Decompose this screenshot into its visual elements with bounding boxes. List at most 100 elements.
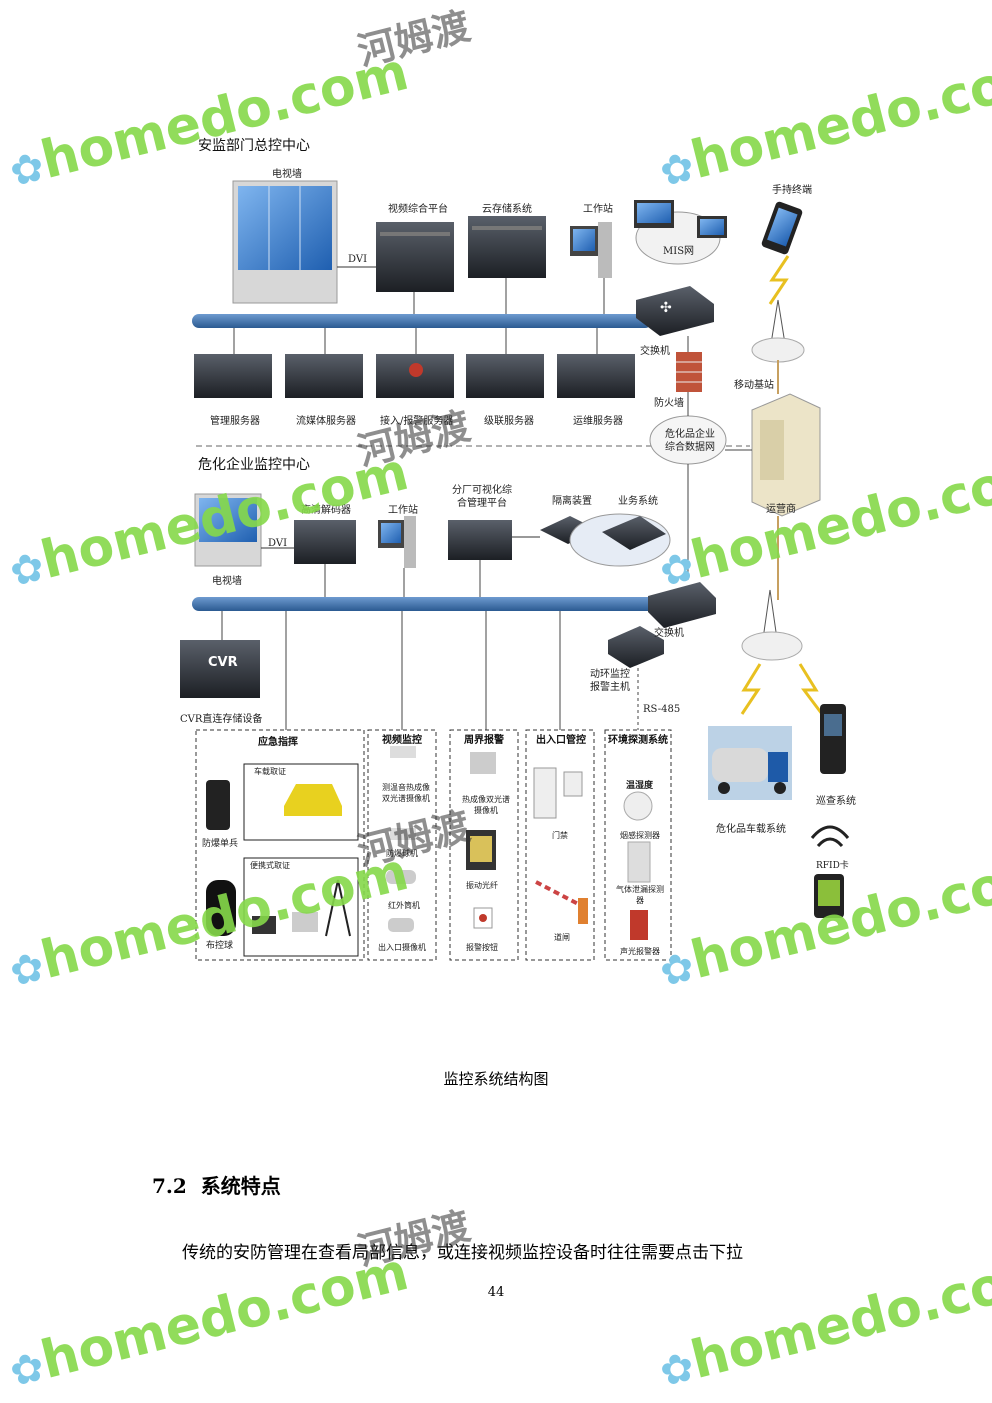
perimeter-graphics [466, 752, 496, 929]
handheld-label: 手持终端 [772, 185, 812, 196]
portable-label: 便携式取证 [250, 861, 290, 870]
portable-kit [252, 879, 351, 937]
patrol-device [820, 704, 846, 774]
operator-cabinet [751, 393, 821, 517]
video-item-1: 测温音热成像双光谱摄像机 [382, 783, 430, 803]
box-environment [604, 729, 672, 961]
control-ball [206, 880, 236, 936]
env-item-3: 气体泄漏探测器 [616, 885, 664, 905]
watermark-4: ✿homedo.com [5, 1241, 415, 1397]
box-perimeter [449, 729, 519, 961]
watermark-8: ✿homedo.com [655, 1241, 992, 1397]
entrance-item-1: 门禁 [552, 831, 568, 840]
enterprise-center-label: 危化企业监控中心 [198, 457, 310, 473]
cvr-label: CVR直连存储设备 [180, 714, 263, 725]
firewall-label: 防火墙 [654, 398, 684, 409]
cloud-storage-device [468, 216, 546, 278]
tower-bottom [741, 589, 803, 661]
server-5 [557, 354, 635, 398]
workstation-top-device [570, 222, 612, 278]
body-paragraph: 传统的安防管理在查看局部信息，或连接视频监控设备时往往需要点击下拉 [182, 1243, 743, 1263]
video-item-4: 出入口摄像机 [378, 943, 426, 952]
rfid-label: RFID卡 [816, 861, 849, 871]
camera-row [386, 746, 416, 932]
branch-platform-label: 分厂可视化综合管理平台 [452, 485, 512, 509]
rfid-reader [814, 874, 844, 918]
video-platform-device [376, 222, 454, 292]
explosion-soldier-label: 防爆单兵 [202, 839, 239, 849]
box-entrance [525, 729, 595, 961]
switch-mid-label: 交换机 [654, 628, 684, 639]
workstation-top-label: 工作站 [583, 204, 613, 215]
box-perimeter-title: 周界报警 [464, 735, 504, 746]
system-architecture-figure: ✣ CVR [180, 138, 856, 961]
hd-decoder-label: 高清解码器 [301, 505, 351, 516]
env-item-2: 烟感探测器 [620, 831, 660, 840]
video-item-2: 防爆球机 [386, 849, 418, 858]
server-label-3: 接入/报警服务器 [380, 416, 454, 427]
env-item-4: 声光报警器 [620, 947, 660, 956]
mobile-base-label: 移动基站 [734, 380, 774, 391]
env-item-1: 温湿度 [626, 781, 654, 791]
section-title: 系统特点 [200, 1174, 281, 1198]
env-host-label: 动环监控报警主机 [590, 669, 630, 693]
tower-top [751, 299, 805, 363]
emergency-van [284, 784, 342, 816]
switch-top-label: 交换机 [640, 346, 670, 357]
workstation-mid-label: 工作站 [388, 505, 418, 516]
box-video-title: 视频监控 [382, 735, 422, 746]
tv-wall-top-label: 电视墙 [272, 169, 302, 180]
mis-label: MIS网 [663, 246, 695, 257]
business-label: 业务系统 [618, 496, 658, 507]
figure-caption: 监控系统结构图 [443, 1070, 549, 1088]
workstation-mid-device [378, 516, 416, 568]
handheld-terminal [761, 201, 803, 255]
hazard-data-net-label: 危化品企业综合数据网 [665, 429, 715, 453]
svg-text:CVR: CVR [208, 655, 238, 670]
branch-platform-device [448, 520, 512, 560]
patrol-label: 巡查系统 [816, 796, 856, 807]
section-number: 7.2 [152, 1174, 187, 1198]
perimeter-item-3: 报警按钮 [466, 943, 498, 952]
tv-wall-mid [194, 493, 262, 567]
rs485-label: RS-485 [643, 704, 681, 715]
rfid-graphic [810, 825, 850, 848]
dvi-mid-label: DVI [268, 538, 288, 549]
switch-mid-device [648, 582, 716, 628]
business-device [602, 516, 666, 550]
switch-top-device: ✣ [636, 286, 714, 336]
tv-wall-mid-label: 电视墙 [212, 576, 242, 587]
perimeter-item-1: 热成像双光谱摄像机 [462, 795, 510, 815]
svg-text:✣: ✣ [660, 300, 672, 316]
dvi-top-label: DVI [348, 254, 368, 265]
server-label-1: 管理服务器 [210, 416, 260, 427]
server-2 [285, 354, 363, 398]
section-heading: 7.2 系统特点 [152, 1170, 295, 1199]
server-1 [194, 354, 272, 398]
tv-wall-top [232, 180, 338, 304]
top-center-label: 安监部门总控中心 [198, 138, 310, 154]
figure-graphics: ✣ CVR [180, 180, 850, 961]
box-environment-title: 环境探测系统 [608, 735, 668, 746]
truck-label: 危化品车载系统 [716, 824, 786, 835]
box-entrance-title: 出入口管控 [536, 735, 586, 746]
env-graphics [623, 791, 653, 940]
env-host-device [608, 626, 664, 668]
box-emergency-title: 应急指挥 [258, 737, 298, 748]
box-emergency [195, 729, 365, 961]
vehicle-mounted-label: 车载取证 [254, 767, 286, 776]
perimeter-item-2: 振动光纤 [466, 881, 498, 890]
entrance-graphics [533, 767, 588, 924]
tanker-truck [708, 726, 792, 800]
watermark-cn-4: 河姆渡 [353, 1203, 475, 1275]
server-4 [466, 354, 544, 398]
server-label-5: 运维服务器 [573, 416, 623, 427]
server-label-4: 级联服务器 [484, 416, 534, 427]
server-label-2: 流媒体服务器 [296, 416, 356, 427]
box-video [367, 729, 437, 961]
page-number: 44 [487, 1285, 505, 1300]
firewall-graphic [676, 352, 702, 392]
video-platform-label: 视频综合平台 [388, 204, 448, 215]
ball-label: 布控球 [206, 941, 234, 951]
cloud-storage-label: 云存储系统 [482, 204, 532, 215]
